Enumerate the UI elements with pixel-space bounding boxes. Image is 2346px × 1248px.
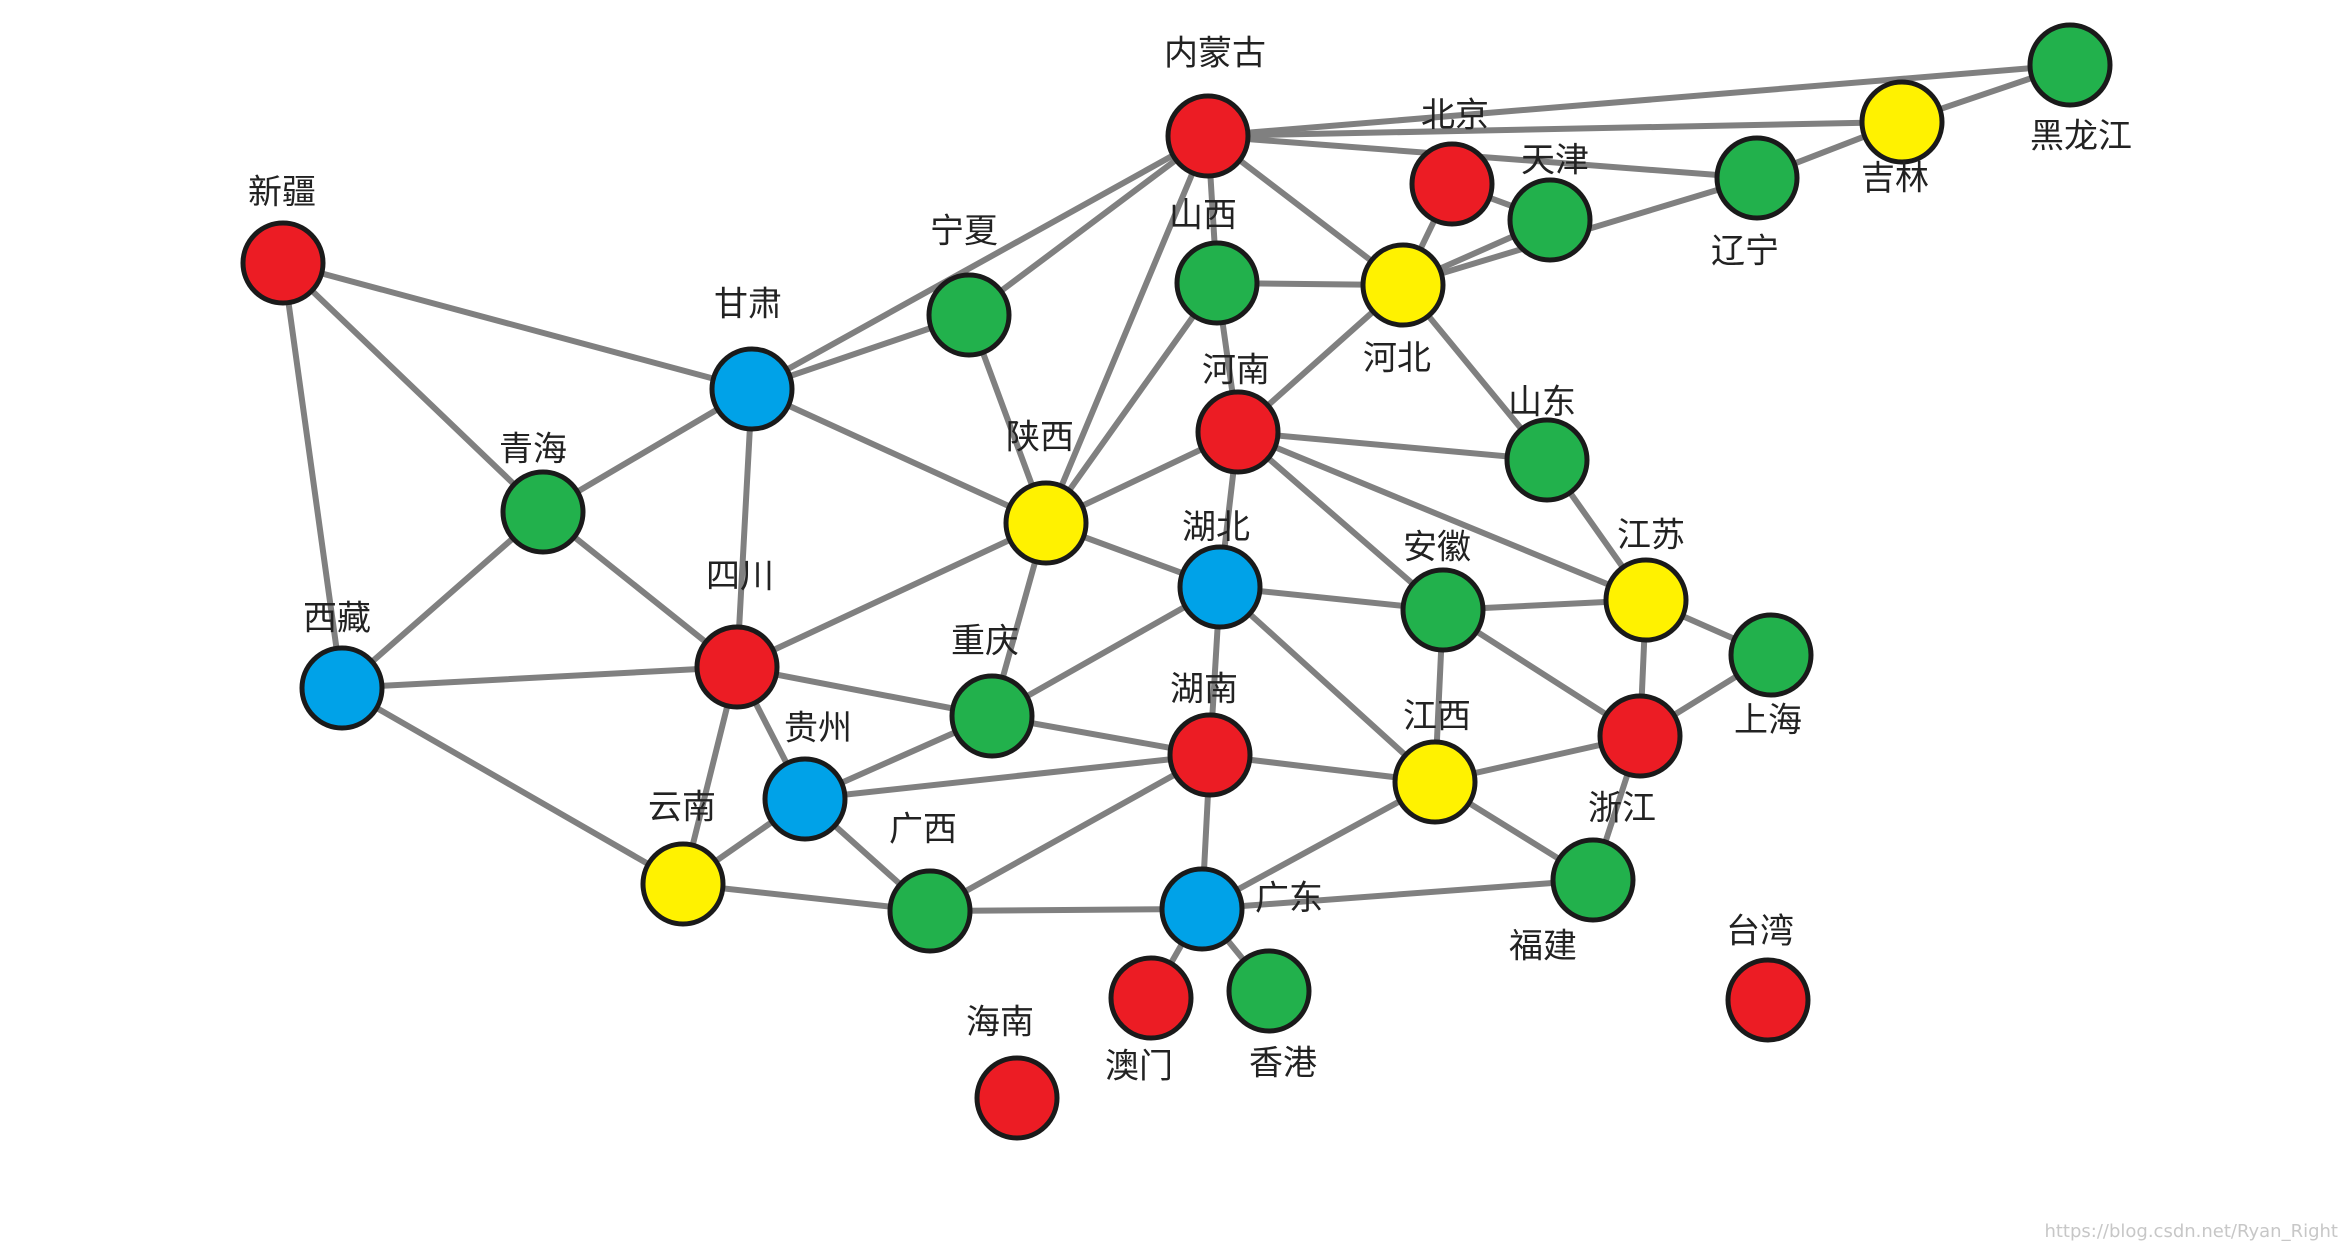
label-henan: 河南 [1202, 351, 1270, 391]
node-chongqing [949, 673, 1035, 759]
node-fujian [1550, 837, 1636, 923]
label-guizhou: 贵州 [784, 709, 852, 749]
edge-henan-anhui [1235, 429, 1446, 613]
edge-hubei-jiangxi [1217, 584, 1438, 785]
node-henan [1195, 389, 1281, 475]
edge-hunan-guangxi [927, 752, 1213, 914]
edge-neimenggu-ningxia [966, 133, 1211, 318]
edge-neimenggu-shaanxi [1043, 133, 1211, 526]
label-liaoning: 辽宁 [1711, 232, 1779, 272]
label-chongqing: 重庆 [951, 622, 1019, 662]
node-liaoning [1714, 135, 1800, 221]
label-jiangsu: 江苏 [1617, 516, 1685, 556]
edge-hubei-chongqing [989, 584, 1223, 719]
node-tianjin [1507, 177, 1593, 263]
edge-xizang-yunnan [339, 685, 686, 887]
edge-qinghai-xizang [339, 509, 546, 691]
label-shandong: 山东 [1508, 383, 1576, 423]
label-jilin: 吉林 [1861, 159, 1929, 199]
edge-gansu-sichuan [734, 386, 755, 670]
label-guangdong: 广东 [1255, 879, 1323, 919]
label-tianjin: 天津 [1521, 141, 1589, 181]
node-ningxia [926, 272, 1012, 358]
edge-henan-jiangsu [1235, 429, 1649, 603]
edge-neimenggu-gansu [749, 133, 1211, 392]
node-qinghai [500, 469, 586, 555]
label-guangxi: 广西 [889, 810, 957, 850]
edge-xinjiang-xizang [280, 260, 345, 691]
label-shanghai: 上海 [1734, 701, 1802, 741]
label-neimenggu: 内蒙古 [1164, 34, 1266, 74]
label-layer: 内蒙古黑龙江吉林辽宁 北京天津河北 山西 宁夏 新疆甘肃青海 陕西 河南山东湖北安徽 江苏上海… [248, 34, 2132, 1087]
node-hongkong [1226, 948, 1312, 1034]
node-hunan [1167, 712, 1253, 798]
label-ningxia: 宁夏 [930, 212, 998, 252]
label-heilongjiang: 黑龙江 [2030, 117, 2132, 157]
label-shaanxi: 陕西 [1006, 418, 1074, 458]
node-macau [1108, 955, 1194, 1041]
label-anhui: 安徽 [1403, 528, 1471, 568]
node-gansu [709, 346, 795, 432]
edge-shanxi-shaanxi [1043, 280, 1220, 526]
label-hongkong: 香港 [1249, 1044, 1317, 1084]
label-hebei: 河北 [1363, 339, 1431, 379]
node-anhui [1400, 567, 1486, 653]
edge-jiangxi-guangdong [1199, 779, 1438, 912]
node-jiangxi [1392, 739, 1478, 825]
node-yunnan [640, 841, 726, 927]
edge-neimenggu-heilongjiang [1205, 62, 2073, 139]
label-hubei: 湖北 [1182, 508, 1250, 548]
node-xinjiang [240, 220, 326, 306]
label-hainan: 海南 [966, 1003, 1034, 1043]
label-taiwan: 台湾 [1726, 912, 1794, 952]
node-beijing [1409, 141, 1495, 227]
node-jiangsu [1603, 557, 1689, 643]
label-zhejiang: 浙江 [1588, 789, 1656, 829]
label-xinjiang: 新疆 [248, 173, 316, 213]
node-jilin [1859, 79, 1945, 165]
label-hunan: 湖南 [1170, 670, 1238, 710]
edge-guangxi-guangdong [927, 906, 1205, 914]
node-shaanxi [1003, 480, 1089, 566]
label-beijing: 北京 [1421, 96, 1489, 136]
node-hebei [1360, 242, 1446, 328]
edge-guangdong-fujian [1199, 877, 1596, 912]
label-shanxi: 山西 [1169, 196, 1237, 236]
node-guangdong [1159, 866, 1245, 952]
label-xizang: 西藏 [303, 599, 371, 639]
node-guangxi [887, 868, 973, 954]
label-gansu: 甘肃 [714, 285, 782, 325]
edge-henan-shandong [1235, 429, 1550, 463]
node-xizang [299, 645, 385, 731]
edge-hunan-guizhou [802, 752, 1213, 802]
node-sichuan [694, 624, 780, 710]
node-shanghai [1728, 612, 1814, 698]
edge-neimenggu-jilin [1205, 119, 1905, 139]
edge-xizang-sichuan [339, 664, 740, 691]
label-sichuan: 四川 [706, 557, 774, 597]
edge-shaanxi-sichuan [734, 520, 1049, 670]
label-qinghai: 青海 [499, 430, 567, 470]
watermark: https://blog.csdn.net/Ryan_Right [2044, 1221, 2338, 1242]
node-layer [240, 22, 2113, 1141]
node-heilongjiang [2027, 22, 2113, 108]
node-taiwan [1725, 957, 1811, 1043]
node-shanxi [1174, 240, 1260, 326]
label-fujian: 福建 [1509, 927, 1577, 967]
node-guizhou [762, 756, 848, 842]
node-neimenggu [1165, 93, 1251, 179]
edge-sichuan-chongqing [734, 664, 995, 719]
node-shandong [1504, 417, 1590, 503]
edge-xinjiang-qinghai [280, 260, 546, 515]
node-hubei [1177, 544, 1263, 630]
label-macau: 澳门 [1105, 1047, 1173, 1087]
label-jiangxi: 江西 [1403, 697, 1471, 737]
label-yunnan: 云南 [648, 788, 716, 828]
edge-gansu-shaanxi [749, 386, 1049, 526]
node-zhejiang [1597, 693, 1683, 779]
edge-xinjiang-gansu [280, 260, 755, 392]
node-hainan [974, 1055, 1060, 1141]
